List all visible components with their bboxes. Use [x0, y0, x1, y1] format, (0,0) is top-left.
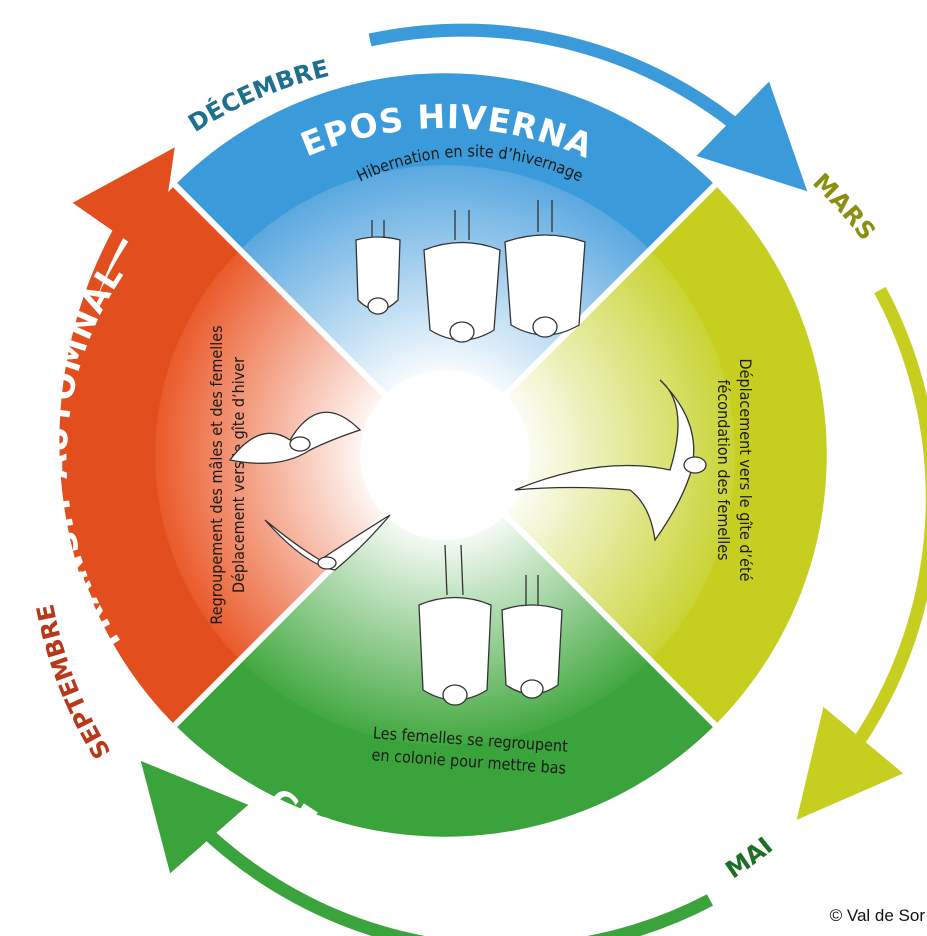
center-glow — [360, 370, 530, 540]
spring-arrow — [796, 286, 927, 820]
hanging-bat-icon — [423, 210, 501, 343]
flying-bat-icon — [228, 411, 362, 464]
hanging-bat-icon — [418, 544, 492, 706]
flying-bat-icon — [514, 379, 707, 542]
spring-description-line-1: Déplacement vers le gîte d’été — [736, 359, 755, 582]
winter-arrow — [368, 23, 808, 192]
spring-description-line-2: fécondation des femelles — [714, 379, 733, 560]
autumn-arrow — [59, 147, 175, 572]
hanging-bat-icon — [355, 220, 401, 315]
autumn-description-line-2: Déplacement vers le gîte d’hiver — [229, 357, 248, 593]
copyright-credit: © Val de Sor — [829, 906, 925, 925]
hanging-bat-icon — [504, 200, 586, 338]
month-may: MAI — [720, 832, 778, 885]
flying-bat-icon — [264, 514, 391, 571]
summer-arrow — [140, 760, 714, 936]
hanging-bat-icon — [501, 575, 563, 699]
spring-inner — [445, 250, 735, 660]
spring-description: Déplacement vers le gîte d’été fécondati… — [714, 359, 755, 582]
autumn-description-line-1: Regroupement des mâles et des femelles — [207, 325, 226, 624]
month-march: MARS — [807, 168, 881, 246]
autumn-description: Regroupement des mâles et des femelles D… — [207, 325, 248, 624]
